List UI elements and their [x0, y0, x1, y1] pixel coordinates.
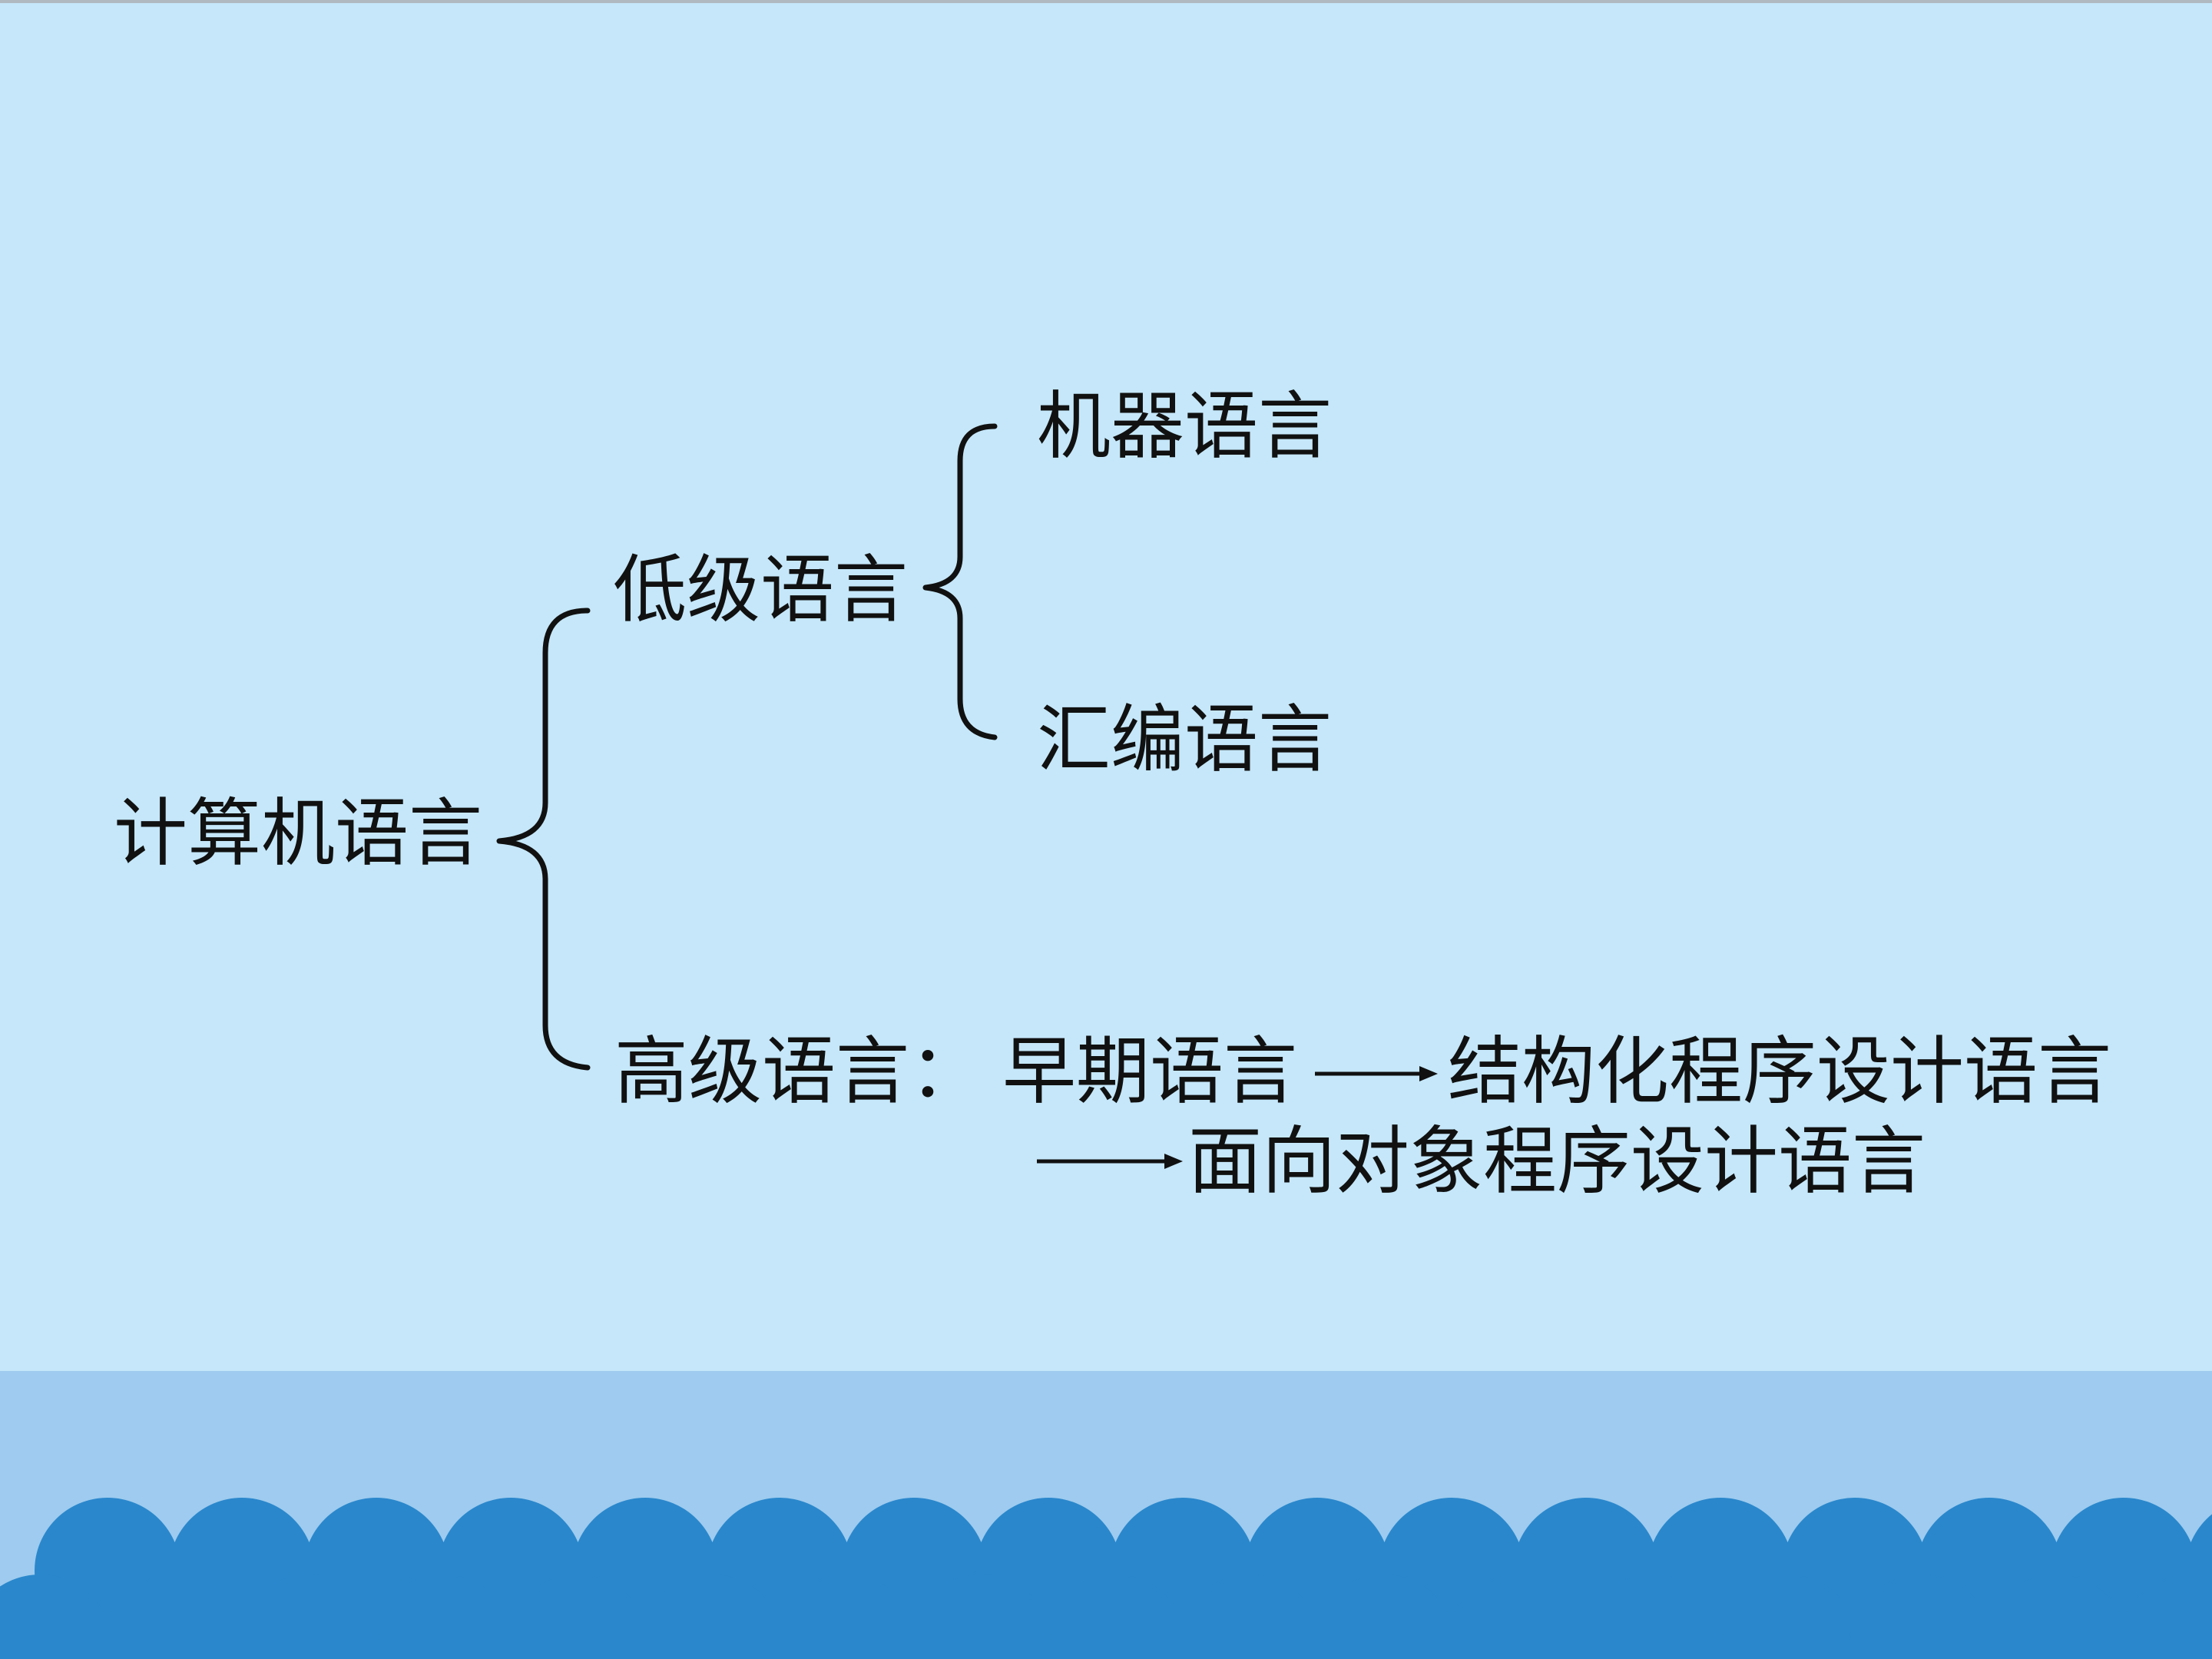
- wave-circle: [1580, 1575, 1726, 1659]
- wave-circle: [1311, 1575, 1457, 1659]
- brace-low-level: [922, 423, 998, 740]
- wave-circle: [236, 1575, 382, 1659]
- early-language-label: 早期语言: [1002, 1028, 1297, 1114]
- wave-circle: [1177, 1575, 1323, 1659]
- wave-circle: [101, 1575, 247, 1659]
- object-oriented-programming-language-label: 面向对象程序设计语言: [1188, 1118, 1926, 1204]
- wave-circle: [1042, 1575, 1188, 1659]
- low-level-language-label: 低级语言: [613, 547, 908, 633]
- wave-circle: [0, 1575, 113, 1659]
- wave-circle: [370, 1575, 516, 1659]
- structured-programming-language-label: 结构化程序设计语言: [1448, 1028, 2111, 1114]
- wave-circle: [773, 1575, 919, 1659]
- wave-circle: [908, 1575, 1054, 1659]
- slide-top-border: [0, 0, 2212, 3]
- wave-circle: [1849, 1575, 1995, 1659]
- wave-circle: [1983, 1575, 2129, 1659]
- decorative-wave-pattern: [0, 1498, 2212, 1659]
- root-label-computer-language: 计算机语言: [114, 790, 482, 876]
- arrow-early-to-structured: [1315, 1066, 1438, 1081]
- wave-circle: [1714, 1575, 1860, 1659]
- wave-circle: [505, 1575, 651, 1659]
- high-level-language-label: 高级语言：: [614, 1028, 983, 1114]
- wave-circle: [1445, 1575, 1591, 1659]
- machine-language-label: 机器语言: [1037, 383, 1332, 469]
- brace-root: [496, 608, 591, 1071]
- wave-circle: [639, 1575, 785, 1659]
- assembly-language-label: 汇编语言: [1037, 697, 1332, 783]
- wave-circle: [2118, 1575, 2212, 1659]
- arrow-structured-to-oop: [1037, 1154, 1183, 1169]
